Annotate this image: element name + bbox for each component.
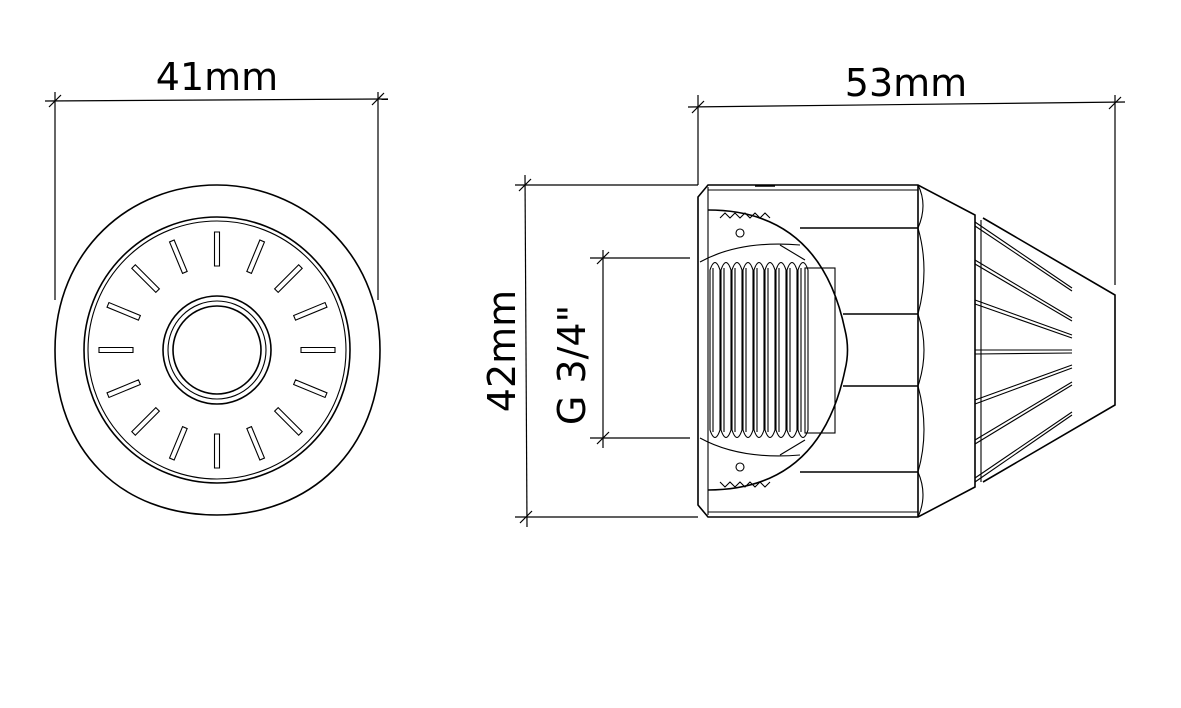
slot xyxy=(246,239,266,275)
slot xyxy=(131,406,161,436)
slot xyxy=(292,301,328,321)
seal-top xyxy=(735,228,745,238)
hub-bore xyxy=(172,305,262,395)
slot xyxy=(300,346,336,354)
rib xyxy=(974,364,1073,401)
thread-label: G 3/4" xyxy=(550,305,594,425)
cone-ribs xyxy=(974,221,1073,483)
rib xyxy=(974,221,1073,289)
dimension-42mm: 42mm xyxy=(480,174,698,528)
thread-crest xyxy=(709,261,721,439)
body-outline xyxy=(697,184,976,518)
thread-crest xyxy=(797,261,809,439)
height-label: 42mm xyxy=(480,290,524,412)
thread-crest xyxy=(786,261,798,439)
hub-outer xyxy=(162,295,272,405)
rib xyxy=(974,411,1073,479)
slot xyxy=(168,425,188,461)
slot xyxy=(246,425,266,461)
rib xyxy=(974,259,1073,319)
rib-edge xyxy=(974,414,1073,483)
radial-slots xyxy=(98,231,336,469)
slot xyxy=(213,231,221,267)
outer-rim xyxy=(54,184,381,516)
slot xyxy=(292,379,328,399)
hub-ring xyxy=(167,300,267,400)
thread-crest xyxy=(775,261,787,439)
grill-face-inner xyxy=(87,220,347,480)
thread-crest xyxy=(753,261,765,439)
front-view xyxy=(54,184,381,516)
rib xyxy=(974,299,1073,336)
slot xyxy=(213,433,221,469)
rib-edge xyxy=(974,225,1073,292)
rib-edge xyxy=(974,263,1073,322)
rib xyxy=(974,381,1073,441)
rib-edge xyxy=(974,367,1073,405)
thread-crest xyxy=(742,261,754,439)
internal-thread xyxy=(709,261,809,439)
dimension-53mm: 53mm xyxy=(687,61,1126,285)
slot xyxy=(168,239,188,275)
slot xyxy=(106,301,142,321)
slot xyxy=(131,264,161,294)
slot xyxy=(106,379,142,399)
width-label: 41mm xyxy=(156,55,278,99)
dimension-thread: G 3/4" xyxy=(550,250,690,448)
slot xyxy=(273,406,303,436)
rib-edge xyxy=(974,384,1073,445)
side-view xyxy=(697,184,1116,518)
rib-edge xyxy=(974,352,1073,355)
slot xyxy=(98,346,134,354)
thread-crest xyxy=(720,261,732,439)
length-label: 53mm xyxy=(845,61,967,105)
seal-bottom xyxy=(735,462,745,472)
thread-crest xyxy=(731,261,743,439)
grill-face xyxy=(83,216,351,484)
rib-edge xyxy=(974,303,1073,339)
thread-crest xyxy=(764,261,776,439)
section-cutaway xyxy=(707,209,849,491)
dimension-41mm: 41mm xyxy=(44,55,389,300)
slot xyxy=(273,264,303,294)
